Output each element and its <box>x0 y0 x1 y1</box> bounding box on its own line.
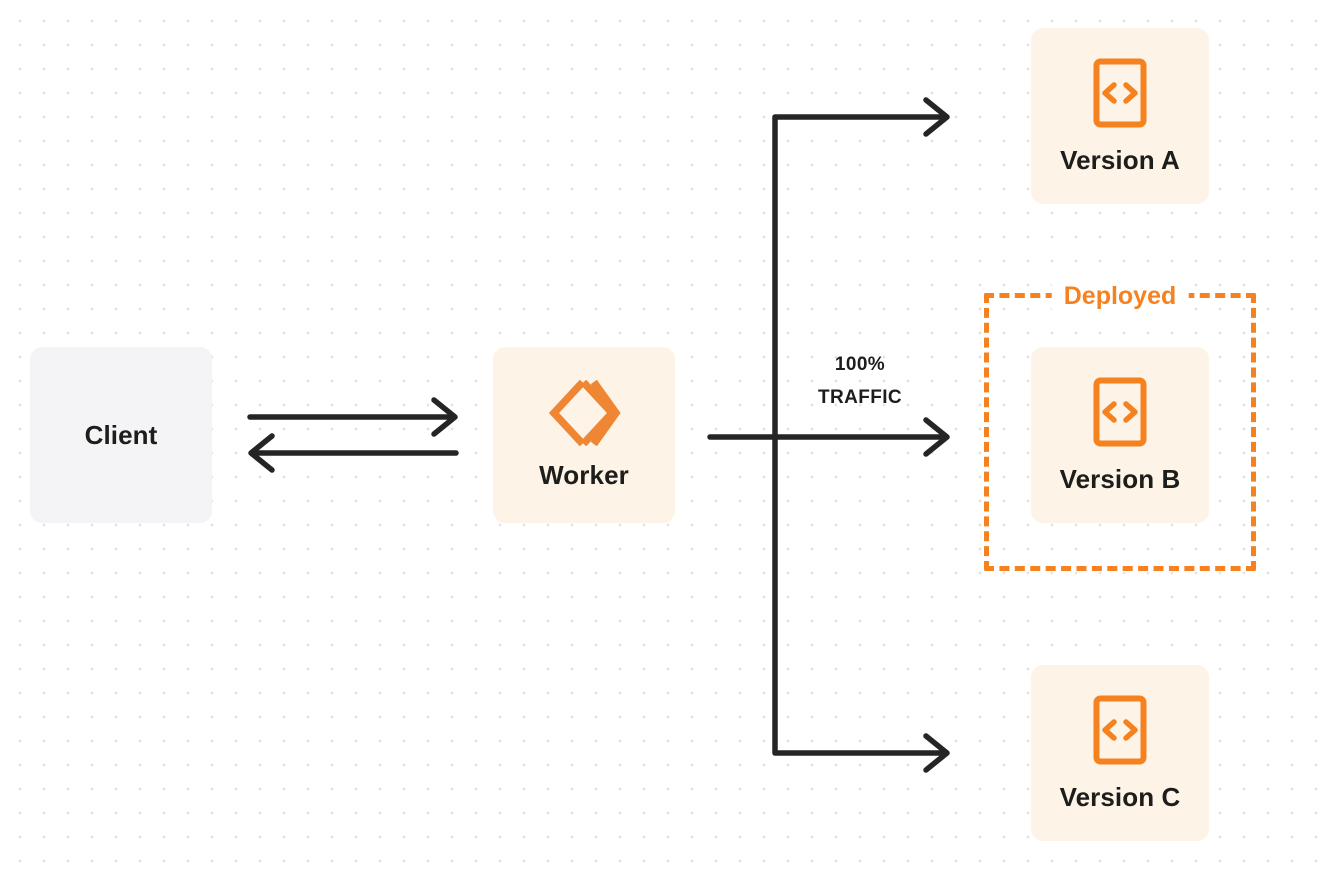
deployed-group: Deployed <box>984 281 1256 571</box>
node-client[interactable]: Client <box>30 347 212 523</box>
node-version-a[interactable]: Version A <box>1031 28 1209 204</box>
code-file-icon <box>1092 376 1148 448</box>
version-b-label: Version B <box>1059 463 1181 494</box>
traffic-label: 100% TRAFFIC <box>790 348 930 414</box>
worker-label: Worker <box>539 459 629 490</box>
code-file-icon <box>1092 57 1148 129</box>
client-label: Client <box>84 419 158 450</box>
traffic-percent: 100% <box>834 354 886 375</box>
edge-client-to-worker <box>247 397 458 437</box>
deployed-badge: Deployed <box>1051 281 1189 311</box>
edge-worker-to-client <box>248 433 459 473</box>
code-file-icon <box>1092 694 1148 766</box>
version-c-label: Version C <box>1059 781 1181 812</box>
edge-worker-to-version-b <box>707 417 950 457</box>
cloudflare-workers-icon <box>545 379 623 446</box>
version-a-label: Version A <box>1060 144 1180 175</box>
traffic-word: TRAFFIC <box>817 387 903 408</box>
node-version-b[interactable]: Version B <box>1031 347 1209 523</box>
node-version-c[interactable]: Version C <box>1031 665 1209 841</box>
edge-worker-to-version-c <box>772 434 950 773</box>
node-worker[interactable]: Worker <box>493 347 675 523</box>
